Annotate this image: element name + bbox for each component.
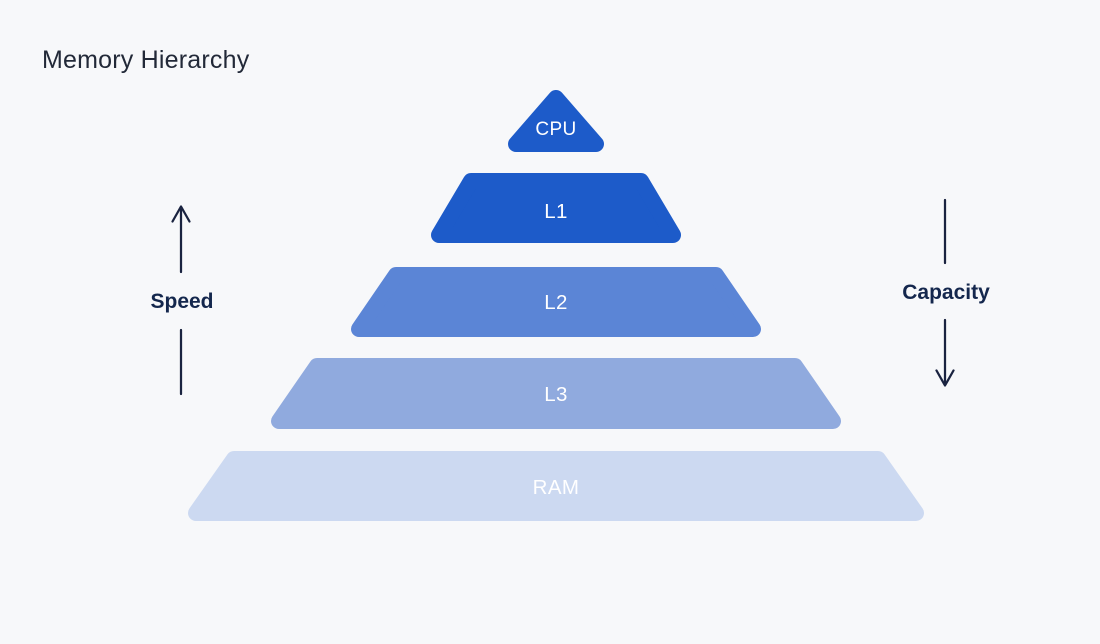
down-arrow-icon (935, 198, 955, 387)
l3-layer-label: L3 (544, 383, 568, 406)
l2-layer-label: L2 (544, 291, 568, 314)
l1-layer-label: L1 (544, 200, 568, 223)
ram-layer-label: RAM (533, 476, 580, 499)
speed-axis-label: Speed (150, 290, 214, 313)
page-title: Memory Hierarchy (42, 46, 250, 74)
pyramid-layer-cpu (508, 90, 604, 152)
pyramid-layer-l3 (271, 358, 841, 429)
pyramid-layer-l1 (431, 173, 681, 243)
pyramid-layer-ram (188, 451, 924, 521)
up-arrow-icon (171, 205, 191, 396)
pyramid-layer-l2 (351, 267, 761, 337)
capacity-axis-label: Capacity (902, 281, 990, 304)
cpu-layer-label: CPU (535, 119, 576, 140)
